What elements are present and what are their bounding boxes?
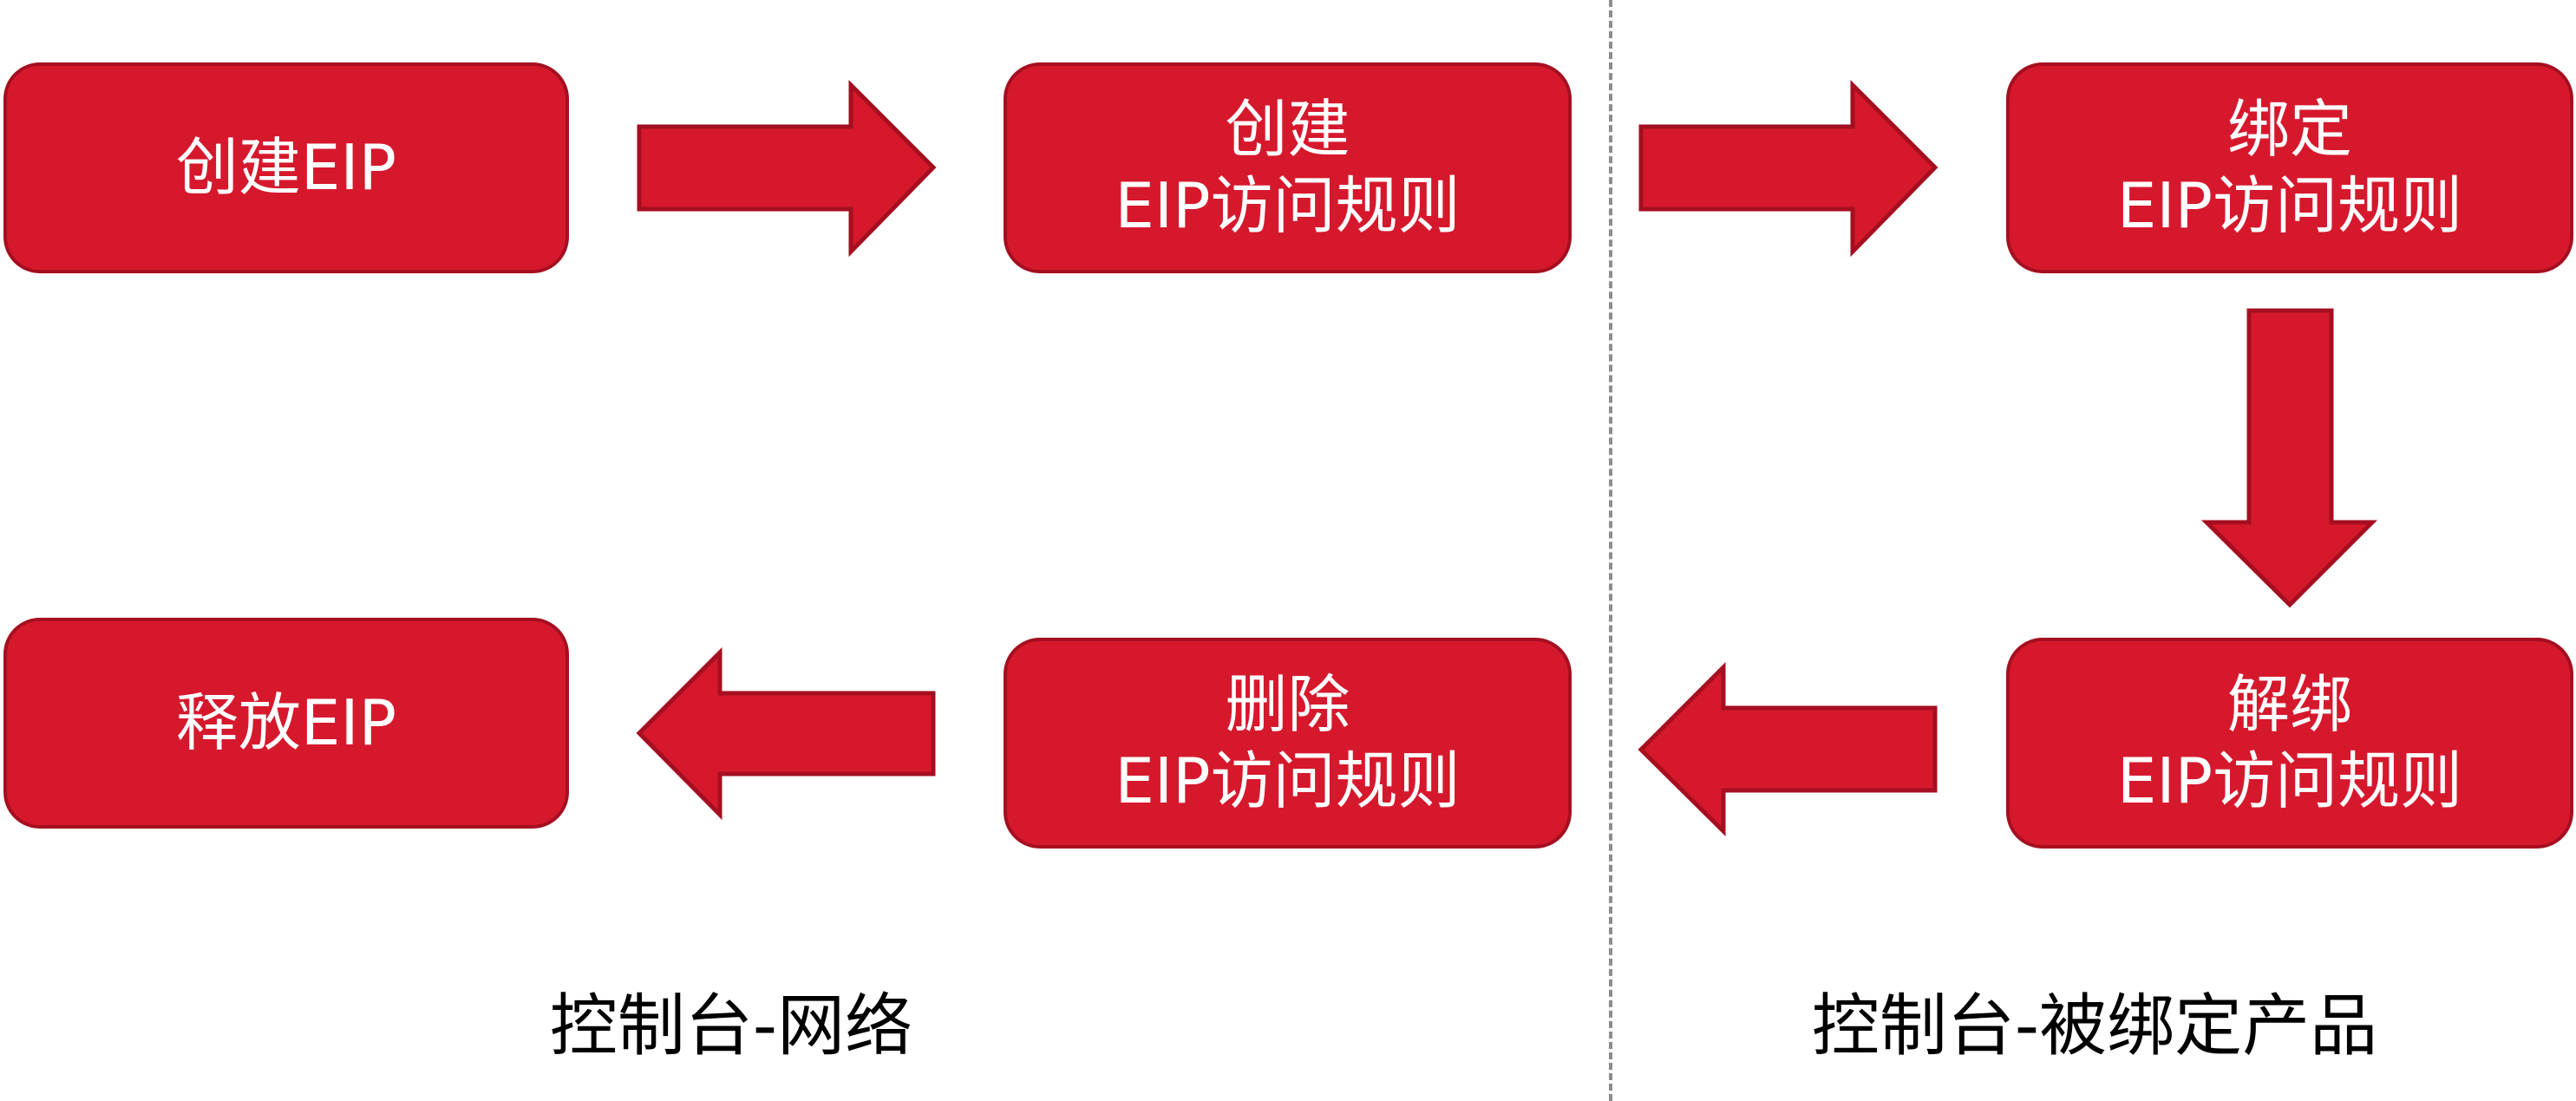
step-label: 创建EIP [175,130,397,204]
arrow-right-1 [637,79,937,258]
arrow-left-2 [636,646,936,821]
section-label-bound-product: 控制台-被绑定产品 [1811,987,2378,1065]
step-create-rule: 创建 EIP访问规则 [1004,62,1572,273]
step-label-line2: EIP访问规则 [2116,168,2463,242]
step-release-eip: 释放EIP [3,618,569,829]
step-label: 释放EIP [175,685,397,759]
step-delete-rule: 删除 EIP访问规则 [1004,638,1572,849]
section-divider [1609,0,1612,1101]
step-create-eip: 创建EIP [3,62,569,273]
step-bind-rule: 绑定 EIP访问规则 [2006,62,2573,273]
step-label-line1: 创建 [1225,92,1350,166]
step-label-line2: EIP访问规则 [1115,744,1461,817]
step-label-line1: 删除 [1225,667,1350,741]
section-label-network: 控制台-网络 [549,987,913,1065]
arrow-right-2 [1638,79,1939,258]
step-label-line2: EIP访问规则 [1115,168,1461,242]
step-label-line1: 解绑 [2226,667,2352,741]
arrow-down [2200,308,2378,608]
step-unbind-rule: 解绑 EIP访问规则 [2006,638,2573,849]
arrow-left-1 [1638,661,1938,836]
step-label-line1: 绑定 [2226,92,2352,166]
step-label-line2: EIP访问规则 [2116,744,2463,817]
